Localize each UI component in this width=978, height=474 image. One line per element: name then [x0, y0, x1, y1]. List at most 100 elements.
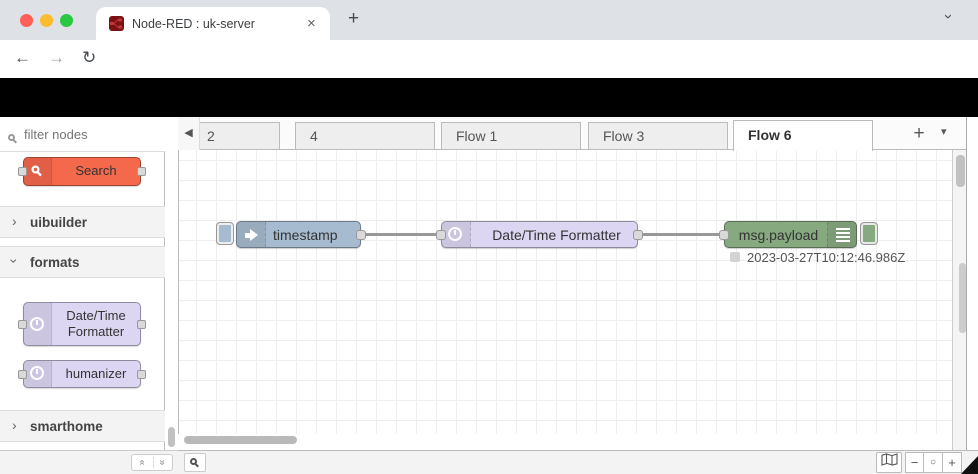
debug-lines-icon: [836, 228, 850, 242]
output-port[interactable]: [137, 167, 146, 176]
minus-icon: −: [910, 455, 919, 470]
inject-node-timestamp[interactable]: timestamp: [236, 221, 366, 248]
browser-tab[interactable]: Node-RED : uk-server ×: [96, 7, 330, 40]
inject-arrow-icon: [244, 229, 260, 241]
debug-status-text: 2023-03-27T10:12:46.986Z: [747, 250, 906, 265]
palette-node-search[interactable]: Search: [18, 157, 146, 186]
palette-node-label: Search: [75, 163, 117, 179]
divider: [153, 457, 154, 468]
workspace-footer: − ○ +: [178, 450, 978, 474]
flow-tab-flow3[interactable]: Flow 3: [588, 122, 728, 150]
flow-tab-2[interactable]: 2: [186, 122, 280, 150]
node-palette: Search › uibuilder › formats Date/Time F…: [0, 117, 165, 450]
caret-down-icon: ▾: [941, 126, 947, 138]
input-port[interactable]: [18, 167, 27, 176]
palette-category-smarthome[interactable]: › smarthome: [0, 410, 165, 442]
flow-tab-label: 4: [310, 128, 318, 144]
collapse-all-button[interactable]: «: [132, 455, 152, 470]
flow-tab-flow6-active[interactable]: Flow 6: [733, 120, 873, 151]
zoom-out-button[interactable]: −: [905, 452, 924, 473]
sidebar-border: [966, 117, 967, 455]
forward-icon[interactable]: →: [48, 48, 65, 67]
fullscreen-window-button[interactable]: [60, 14, 73, 27]
palette-category-uibuilder[interactable]: › uibuilder: [0, 206, 165, 238]
input-port[interactable]: [719, 230, 729, 240]
output-port[interactable]: [137, 320, 146, 329]
node-red-header: Node-RED Deploy ▾: [0, 78, 978, 191]
wire-formatter-to-debug[interactable]: [636, 233, 728, 236]
palette-node-humanizer[interactable]: humanizer: [18, 360, 146, 388]
plus-icon: +: [913, 123, 925, 144]
browser-toolbar: ← → ↻ ⚠ Not Secure uk-server :2718/#flow…: [0, 40, 978, 112]
node-red-favicon: [109, 16, 124, 31]
wire-inject-to-formatter[interactable]: [361, 233, 443, 236]
debug-toggle-button[interactable]: [860, 222, 878, 245]
debug-node-msg-payload[interactable]: msg.payload: [719, 221, 857, 248]
palette-collapse-buttons: « «: [131, 454, 173, 471]
flow-tab-4[interactable]: 4: [295, 122, 435, 150]
input-port[interactable]: [436, 230, 446, 240]
chevron-right-icon: ›: [12, 213, 17, 229]
add-flow-button[interactable]: +: [906, 121, 932, 147]
flow-canvas[interactable]: timestamp Date/Time Formatter msg.payloa…: [178, 150, 952, 444]
formatter-icon-zone: [442, 222, 471, 247]
chevron-right-icon: ›: [12, 417, 17, 433]
search-node-icon-zone: [24, 158, 52, 185]
category-label: smarthome: [30, 419, 103, 434]
scroll-tabs-left-button[interactable]: ◀: [178, 117, 200, 150]
canvas-vertical-scrollbar[interactable]: [956, 155, 965, 187]
inject-button[interactable]: [216, 222, 234, 245]
zoom-controls: − ○ +: [905, 452, 962, 473]
minimize-window-button[interactable]: [40, 14, 53, 27]
node-label: timestamp: [273, 226, 338, 243]
window-corner: [960, 455, 978, 474]
flow-tab-list-dropdown[interactable]: ▾: [941, 125, 947, 138]
search-icon: [190, 458, 197, 465]
input-port[interactable]: [18, 320, 27, 329]
palette-node-label: Date/Time Formatter: [66, 307, 126, 339]
close-tab-icon[interactable]: ×: [307, 15, 316, 32]
flow-tab-label: 2: [207, 128, 215, 144]
flow-tab-label: Flow 3: [603, 128, 645, 144]
category-label: formats: [30, 255, 80, 270]
new-tab-button[interactable]: +: [348, 8, 360, 29]
humanizer-node-icon-zone: [24, 361, 52, 387]
zoom-reset-button[interactable]: ○: [924, 452, 943, 473]
chevron-down-icon: ›: [6, 258, 23, 264]
output-port[interactable]: [356, 230, 366, 240]
flow-tab-bar: ◀ 2 4 Flow 1 Flow 3 Flow 6 + ▾: [178, 117, 966, 151]
output-port[interactable]: [137, 370, 146, 379]
clock-icon: [30, 366, 44, 380]
node-label: Date/Time Formatter: [492, 226, 621, 243]
tab-search-chevron-icon[interactable]: ›: [940, 14, 957, 19]
reload-icon[interactable]: ↻: [82, 48, 97, 67]
formatter-node[interactable]: Date/Time Formatter: [436, 221, 643, 248]
palette-scrollbar[interactable]: [168, 427, 175, 447]
expand-all-button[interactable]: «: [152, 455, 172, 470]
palette-node-datetime-formatter[interactable]: Date/Time Formatter: [18, 302, 146, 346]
navigator-map-button[interactable]: [876, 452, 902, 473]
debug-status-dot: [730, 252, 740, 262]
flow-tab-flow1[interactable]: Flow 1: [441, 122, 581, 150]
plus-icon: +: [948, 455, 956, 470]
formatter-node-icon-zone: [24, 303, 52, 345]
search-flows-button[interactable]: [184, 453, 206, 472]
node-label: msg.payload: [738, 226, 819, 243]
filter-nodes-input[interactable]: [0, 117, 163, 151]
sidebar-splitter-handle[interactable]: [959, 263, 966, 333]
output-port[interactable]: [633, 230, 643, 240]
flow-tab-label: Flow 1: [456, 128, 498, 144]
palette-filter-row: [0, 117, 165, 152]
close-window-button[interactable]: [20, 14, 33, 27]
category-label: uibuilder: [30, 215, 87, 230]
debug-icon-zone: [827, 222, 856, 247]
inject-icon-zone: [237, 222, 266, 247]
clock-icon: [448, 227, 462, 241]
map-icon: [880, 453, 898, 466]
canvas-horizontal-scrollbar[interactable]: [184, 436, 297, 444]
input-port[interactable]: [18, 370, 27, 379]
palette-node-label: humanizer: [65, 365, 127, 381]
double-chevron-down-icon: «: [156, 459, 168, 466]
back-icon[interactable]: ←: [14, 48, 31, 67]
palette-category-formats[interactable]: › formats: [0, 246, 165, 278]
